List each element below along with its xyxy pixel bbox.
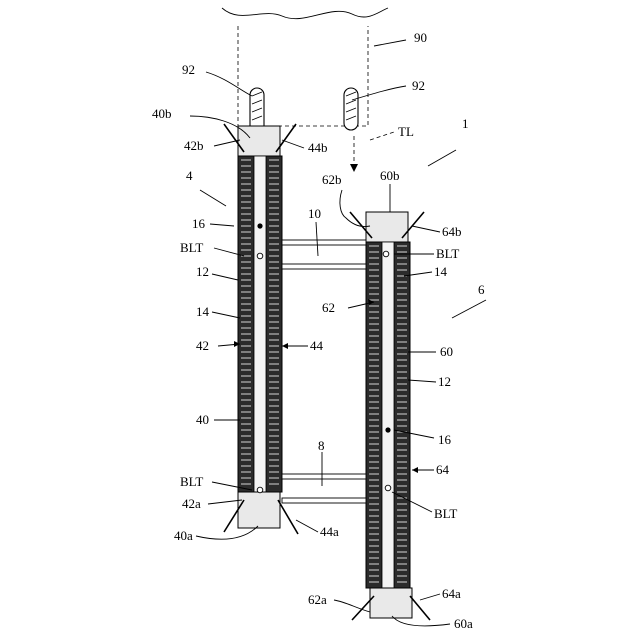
connector-bar-bottom [282, 474, 366, 503]
left-ramp [224, 124, 298, 534]
label-16-left: 16 [192, 216, 206, 231]
label-12-right: 12 [438, 374, 451, 389]
label-64b: 64b [442, 224, 462, 239]
label-6: 6 [478, 282, 485, 297]
label-14-right: 14 [434, 264, 448, 279]
label-40a: 40a [174, 528, 193, 543]
connector-bar-top [282, 240, 366, 269]
label-40b: 40b [152, 106, 172, 121]
label-TL: TL [398, 124, 414, 139]
label-8: 8 [318, 438, 325, 453]
label-62a: 62a [308, 592, 327, 607]
label-40: 40 [196, 412, 209, 427]
label-4: 4 [186, 168, 193, 183]
label-14-left: 14 [196, 304, 210, 319]
label-62: 62 [322, 300, 335, 315]
label-42b: 42b [184, 138, 204, 153]
label-BLT-left-bottom: BLT [180, 474, 203, 489]
label-42a: 42a [182, 496, 201, 511]
label-10: 10 [308, 206, 321, 221]
label-44: 44 [310, 338, 324, 353]
label-90: 90 [414, 30, 427, 45]
label-64a: 64a [442, 586, 461, 601]
label-62b: 62b [322, 172, 342, 187]
label-60a: 60a [454, 616, 473, 631]
reference-labels: 90 92 92 40b 42b 44b TL 1 4 62b 60b 10 6… [152, 30, 485, 631]
label-60b: 60b [380, 168, 400, 183]
label-BLT-right-top: BLT [436, 246, 459, 261]
label-16-right: 16 [438, 432, 452, 447]
label-44a: 44a [320, 524, 339, 539]
label-12-left: 12 [196, 264, 209, 279]
label-42: 42 [196, 338, 209, 353]
label-60: 60 [440, 344, 453, 359]
label-BLT-right-bottom: BLT [434, 506, 457, 521]
label-64: 64 [436, 462, 450, 477]
label-BLT-left-top: BLT [180, 240, 203, 255]
label-1: 1 [462, 116, 469, 131]
right-ramp [350, 212, 430, 620]
label-92-right: 92 [412, 78, 425, 93]
label-44b: 44b [308, 140, 328, 155]
label-92-left: 92 [182, 62, 195, 77]
